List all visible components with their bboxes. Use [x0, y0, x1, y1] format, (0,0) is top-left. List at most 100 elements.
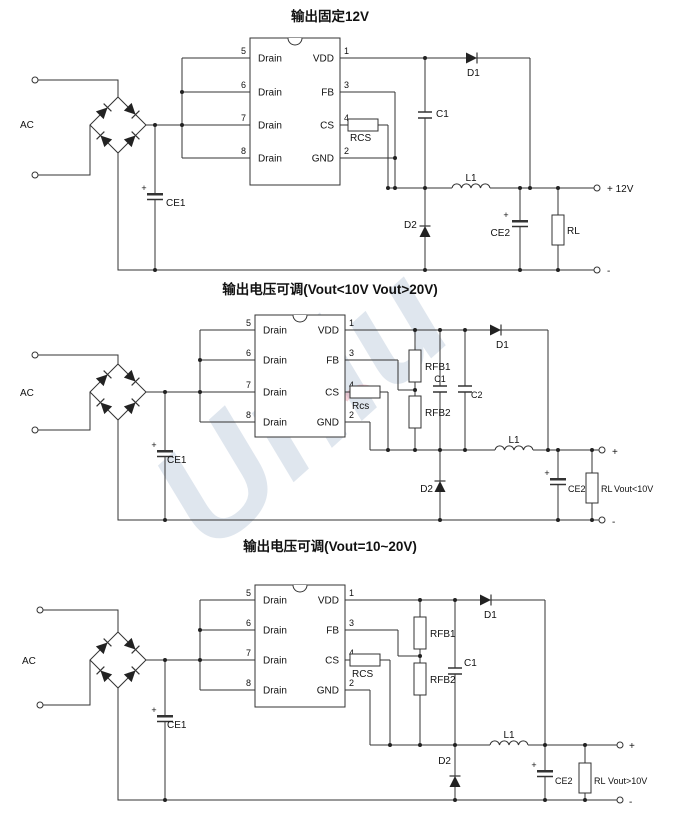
bridge-rectifier — [89, 96, 147, 154]
diode-icon — [479, 593, 492, 607]
resistor-rcs: RCS — [347, 118, 379, 144]
pin-name: GND — [317, 418, 339, 429]
pin-name: VDD — [313, 54, 334, 65]
component-label: RFB2 — [425, 408, 451, 419]
pin-name: VDD — [318, 326, 339, 337]
output-negative-terminal — [593, 266, 601, 274]
inductor-l1: L1 — [489, 730, 529, 746]
circuit-fixed-12v: 输出固定12V 5 6 7 8 Drain Drain Drain Drain … — [20, 8, 634, 277]
capacitor-ce2: + CE2 — [544, 468, 585, 494]
bridge-rectifier — [89, 631, 147, 689]
inductor-coil — [494, 445, 534, 451]
diode-d2: D2 — [404, 220, 432, 238]
component-label: D2 — [404, 220, 417, 231]
ic-notch — [287, 37, 303, 46]
ic-notch — [292, 584, 308, 593]
pin-name: GND — [312, 154, 334, 165]
pin-number: 5 — [246, 588, 251, 598]
pin-number: 6 — [246, 348, 251, 358]
component-label: RFB1 — [425, 362, 451, 373]
pin-name: Drain — [263, 596, 287, 607]
pin-name: Drain — [258, 88, 282, 99]
cap-plate — [448, 667, 462, 675]
ic-body: 5 6 7 8 Drain Drain Drain Drain 1 3 4 2 … — [241, 37, 349, 186]
pin-name: Drain — [258, 121, 282, 132]
bridge-rectifier — [89, 363, 147, 421]
pin-number: 2 — [349, 678, 354, 688]
inductor-coil — [451, 183, 491, 189]
cap-plate — [147, 193, 163, 196]
pin-number: 3 — [344, 80, 349, 90]
circuit2-title: 输出电压可调(Vout<10V Vout>20V) — [222, 281, 438, 297]
pin-name: Drain — [263, 356, 287, 367]
output-positive-terminal — [598, 446, 606, 454]
circuit-adjustable-low: 输出电压可调(Vout<10V Vout>20V) 5 6 7 8 Drain … — [20, 281, 653, 528]
cap-plate — [537, 770, 553, 773]
pin-name: Drain — [263, 326, 287, 337]
pin-number: 7 — [241, 113, 246, 123]
cap-plate — [418, 111, 432, 119]
component-label: D1 — [467, 68, 480, 79]
capacitor-ce1: + CE1 — [151, 705, 187, 731]
wires — [38, 57, 594, 271]
cap-plate — [157, 715, 173, 718]
component-label: CE2 — [568, 484, 586, 494]
capacitor-c1: C1 — [433, 374, 447, 393]
pin-number: 3 — [349, 618, 354, 628]
resistor-rl: RL — [578, 762, 606, 794]
component-label: D2 — [420, 484, 433, 495]
pin-number: 1 — [349, 588, 354, 598]
capacitor-c1: C1 — [448, 658, 477, 675]
junction-dots — [153, 56, 560, 272]
output-negative-label: - — [629, 797, 632, 808]
resistor-rl: RL — [551, 214, 580, 246]
component-label: RL — [567, 226, 580, 237]
cap-plate — [433, 385, 447, 393]
pin-name: Drain — [263, 388, 287, 399]
pin-number: 4 — [344, 113, 349, 123]
pin-name: GND — [317, 686, 339, 697]
resistor-body — [349, 653, 381, 667]
resistor-rfb1: RFB1 — [413, 616, 456, 650]
ac-terminal — [36, 701, 44, 709]
pin-name: Drain — [263, 626, 287, 637]
resistor-rl: RL — [585, 472, 613, 504]
pin-number: 3 — [349, 348, 354, 358]
output-positive-label: + 12V — [607, 184, 634, 195]
output-note: Vout<10V — [614, 484, 653, 494]
inductor-coil — [489, 740, 529, 746]
pin-name: FB — [326, 356, 339, 367]
ac-terminal — [36, 606, 44, 614]
component-label: L1 — [503, 730, 515, 741]
resistor-body — [578, 762, 592, 794]
resistor-body — [349, 385, 381, 399]
polarity-plus: + — [503, 210, 508, 220]
ic-body: 5 6 7 8 Drain Drain Drain Drain 1 3 4 2 … — [246, 584, 354, 708]
resistor-body — [413, 662, 427, 696]
capacitor-ce1: + CE1 — [141, 183, 186, 209]
component-label: Rcs — [352, 401, 369, 412]
pin-name: Drain — [263, 418, 287, 429]
cap-plate — [157, 450, 173, 453]
junction-dots — [163, 598, 587, 802]
output-positive-label: + — [629, 741, 635, 752]
ac-label: AC — [22, 656, 36, 667]
diode-icon — [433, 480, 447, 493]
component-label: L1 — [508, 435, 520, 446]
component-label: RL — [594, 776, 606, 786]
output-negative-terminal — [616, 796, 624, 804]
output-positive-terminal — [593, 184, 601, 192]
component-label: C1 — [464, 658, 477, 669]
component-label: RCS — [350, 133, 371, 144]
resistor-body — [408, 395, 422, 429]
capacitor-c1: C1 — [418, 109, 449, 120]
diode-d2: D2 — [420, 480, 447, 495]
pin-number: 2 — [349, 410, 354, 420]
ac-terminal — [31, 76, 39, 84]
polarity-plus: + — [151, 705, 156, 715]
component-label: D2 — [438, 756, 451, 767]
resistor-body — [347, 118, 379, 132]
resistor-body — [408, 349, 422, 383]
pin-name: Drain — [263, 656, 287, 667]
component-label: CE1 — [166, 198, 186, 209]
